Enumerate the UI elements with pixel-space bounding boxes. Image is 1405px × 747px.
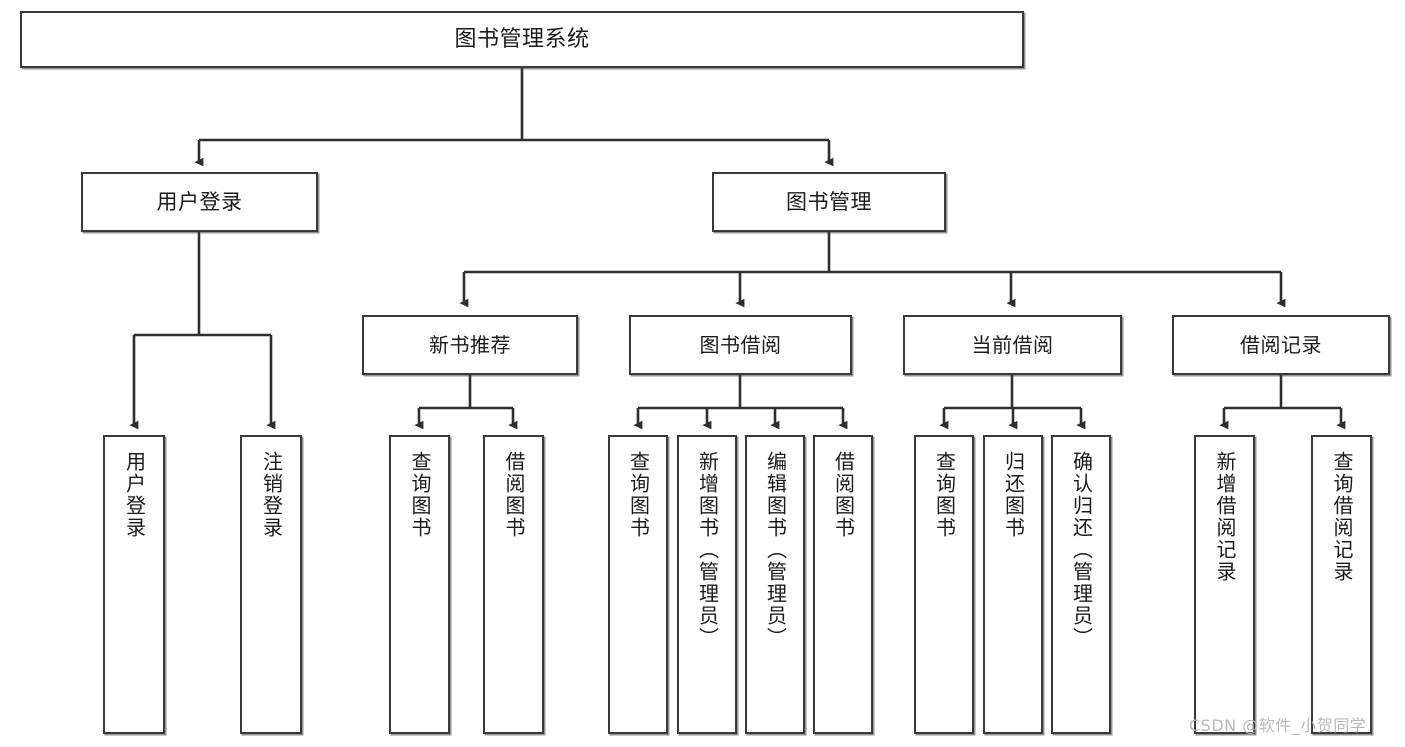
- node-label: 图书借阅: [699, 332, 782, 357]
- node-leaf-query-book-current[interactable]: 查询图书: [914, 435, 974, 734]
- node-book-management[interactable]: 图书管理: [712, 172, 946, 232]
- node-label: 借阅图书: [502, 451, 526, 539]
- node-leaf-logout-login[interactable]: 注销登录: [240, 435, 302, 734]
- node-label: 新增图书（管理员）: [695, 451, 720, 649]
- node-label: 当前借阅: [971, 332, 1054, 357]
- node-user-login[interactable]: 用户登录: [81, 172, 318, 232]
- node-leaf-confirm-return-admin[interactable]: 确认归还（管理员）: [1051, 435, 1111, 734]
- node-root-book-management-system[interactable]: 图书管理系统: [20, 11, 1024, 68]
- watermark-text: CSDN @软件_小贺同学: [1189, 716, 1367, 735]
- node-label: 用户登录: [156, 189, 243, 214]
- node-label: 归还图书: [1001, 451, 1026, 539]
- node-label: 新增借阅记录: [1213, 451, 1237, 583]
- node-leaf-borrow-book[interactable]: 借阅图书: [813, 435, 873, 734]
- node-label: 查询图书: [408, 451, 432, 539]
- node-label: 查询图书: [626, 451, 651, 539]
- node-current-borrow[interactable]: 当前借阅: [903, 315, 1122, 375]
- node-leaf-return-book[interactable]: 归还图书: [983, 435, 1043, 734]
- node-label: 注销登录: [259, 451, 284, 539]
- node-label: 确认归还（管理员）: [1069, 451, 1094, 649]
- node-label: 查询借阅记录: [1330, 451, 1354, 583]
- node-label: 借阅记录: [1240, 332, 1322, 357]
- node-book-borrow[interactable]: 图书借阅: [629, 315, 852, 375]
- node-label: 编辑图书（管理员）: [763, 451, 788, 649]
- node-label: 用户登录: [122, 451, 147, 539]
- node-label: 查询图书: [932, 451, 957, 539]
- node-leaf-query-borrow-record[interactable]: 查询借阅记录: [1311, 435, 1372, 734]
- node-borrow-record[interactable]: 借阅记录: [1172, 315, 1390, 375]
- node-leaf-edit-book-admin[interactable]: 编辑图书（管理员）: [745, 435, 805, 734]
- node-label: 图书管理系统: [454, 26, 590, 52]
- node-leaf-add-borrow-record[interactable]: 新增借阅记录: [1194, 435, 1255, 734]
- node-new-book-recommend[interactable]: 新书推荐: [362, 315, 578, 375]
- node-label: 新书推荐: [429, 332, 511, 357]
- node-leaf-query-book-borrow[interactable]: 查询图书: [608, 435, 668, 734]
- node-leaf-query-book-recommend[interactable]: 查询图书: [389, 435, 450, 734]
- node-leaf-user-login[interactable]: 用户登录: [103, 435, 165, 734]
- node-leaf-add-book-admin[interactable]: 新增图书（管理员）: [677, 435, 737, 734]
- node-label: 图书管理: [786, 189, 872, 214]
- node-leaf-borrow-book-recommend[interactable]: 借阅图书: [483, 435, 544, 734]
- node-label: 借阅图书: [831, 451, 856, 539]
